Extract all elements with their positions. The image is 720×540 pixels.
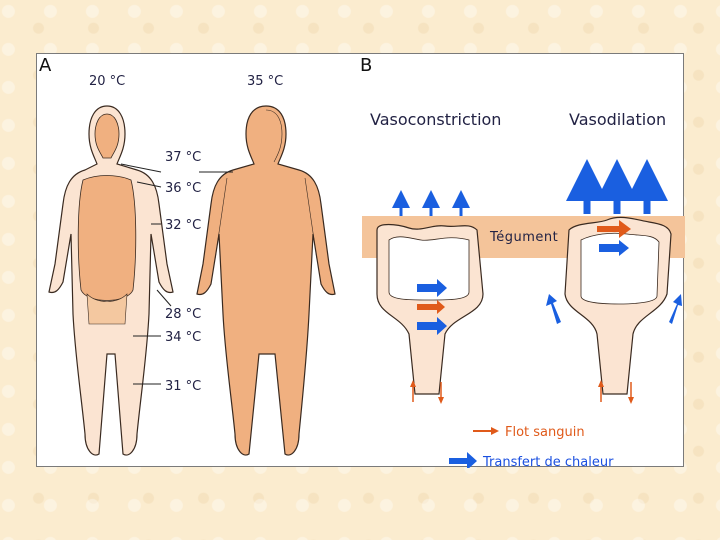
panel-b-label: B (360, 55, 372, 76)
temp-20-label: 20 °C (89, 74, 125, 89)
panel-a-label: A (39, 55, 52, 76)
heat-arrows-large (566, 159, 668, 214)
blood-flow-bottom-arrows (410, 380, 634, 404)
vessel-dilated (564, 216, 672, 395)
heat-arrows-small (392, 190, 470, 216)
heat-arrow-dilated (599, 240, 629, 256)
thermoregulation-diagram: A B 20 °C 35 °C 37 (39, 55, 685, 468)
zone-label-32: 32 °C (165, 218, 201, 233)
heat-arrow-constricted-lower (417, 317, 447, 335)
body-cold (48, 105, 174, 456)
vasodilation-title: Vasodilation (569, 110, 666, 129)
legend-heat-arrow (449, 452, 477, 468)
zone-label-31: 31 °C (165, 379, 201, 394)
heat-arrow-constricted (417, 279, 447, 297)
blood-arrow-dilated (597, 220, 631, 238)
tegument-label: Tégument (489, 230, 558, 245)
vasoconstriction-title: Vasoconstriction (370, 110, 501, 129)
zone-label-34: 34 °C (165, 330, 201, 345)
zone-label-28: 28 °C (165, 307, 201, 322)
body-warm (196, 105, 336, 456)
temp-35-label: 35 °C (247, 74, 283, 89)
zone-label-37: 37 °C (165, 150, 201, 165)
diagram-panel: A B 20 °C 35 °C 37 (36, 53, 685, 468)
heat-arrow-side-left (546, 294, 561, 324)
legend-blood-label: Flot sanguin (505, 425, 585, 440)
legend-heat-label: Transfert de chaleur (482, 455, 614, 468)
heat-arrow-side-right (669, 294, 682, 324)
zone-leader-lines (120, 163, 233, 385)
blood-arrow-constricted (417, 300, 445, 314)
legend-blood-arrowhead (491, 427, 499, 435)
zone-label-36: 36 °C (165, 181, 201, 196)
